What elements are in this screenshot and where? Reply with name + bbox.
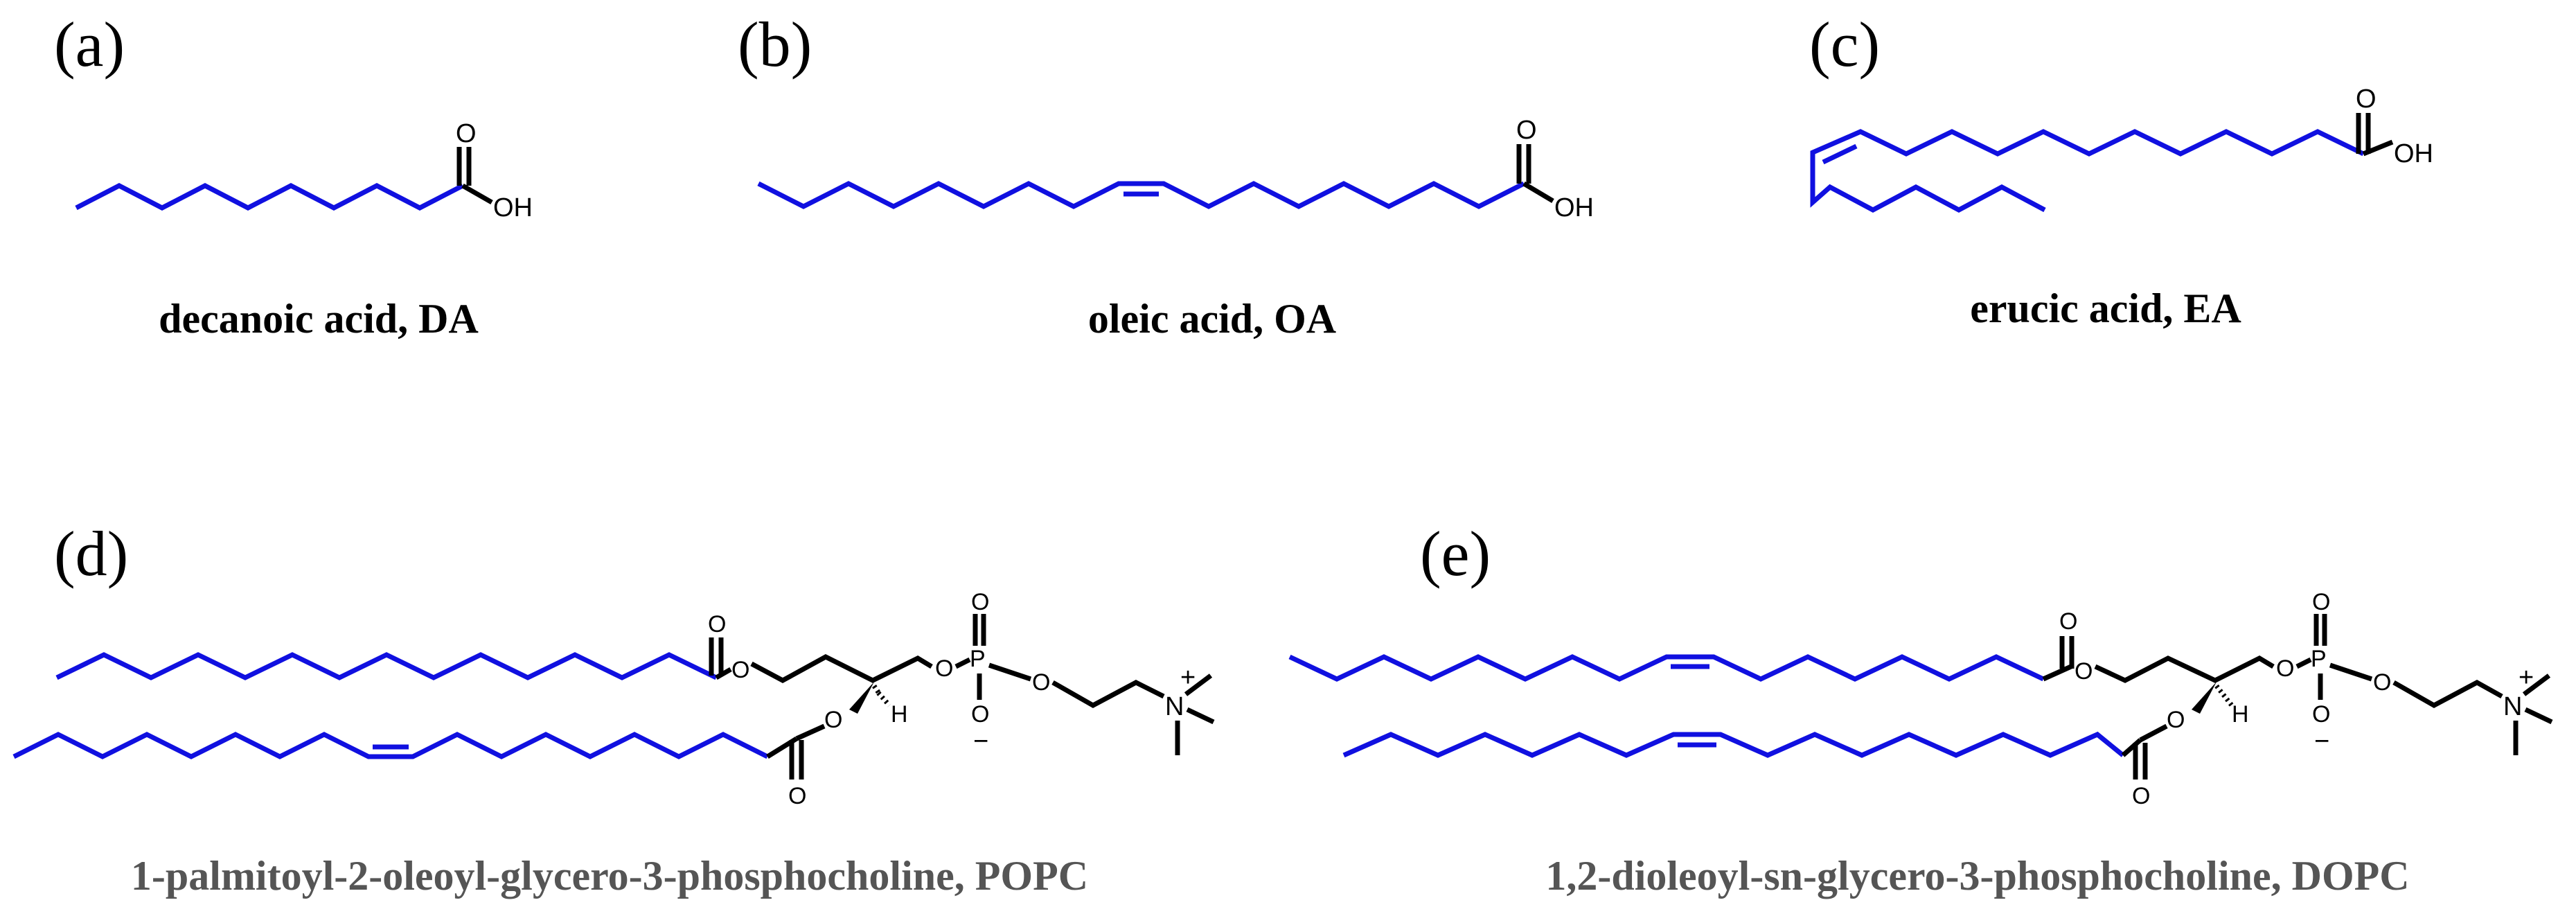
plus-charge: +	[2519, 663, 2534, 692]
erucic-cis-double-bond	[1822, 143, 1858, 165]
quaternary-nitrogen: N	[1165, 692, 1184, 721]
phosphate-oxygen-anion: O	[971, 701, 989, 728]
panel-label-e: (e)	[1420, 518, 1491, 589]
ester1-oxygen: O	[2075, 658, 2093, 685]
phosphorus: P	[970, 646, 986, 672]
ester2-oxygen: O	[824, 707, 842, 733]
ester2-carbonyl-oxygen: O	[788, 783, 806, 809]
panel-label-c: (c)	[1809, 9, 1880, 80]
carbonyl-oxygen: O	[1516, 116, 1537, 145]
phosphorus: P	[2311, 646, 2327, 672]
dopc-structure: O O O O H O P O O − O N +	[1288, 589, 2553, 809]
stereo-wedge	[849, 682, 874, 714]
oleic-acid-structure: O OH	[757, 116, 1594, 222]
decanoic-hydrocarbon-chain	[75, 183, 464, 211]
panel-label-a: (a)	[54, 9, 125, 80]
caption-b: oleic acid, OA	[1088, 296, 1336, 342]
ester2-oxygen: O	[2167, 707, 2185, 733]
phosphate-oxygen-1: O	[935, 655, 953, 682]
methyl-2	[1186, 707, 1215, 725]
methyl-2	[2524, 707, 2553, 725]
hydroxyl-group: OH	[493, 193, 533, 222]
erucic-acid-structure: O OH	[1810, 85, 2433, 213]
phosphate-oxygen-2: O	[2373, 669, 2391, 696]
ester1-carbonyl-oxygen: O	[2059, 608, 2077, 635]
oleoyl-chain-2	[1342, 731, 2125, 758]
carboxyl-bond-c-oh	[1522, 181, 1554, 204]
panel-label-d: (d)	[54, 518, 128, 589]
minus-charge: −	[2314, 727, 2329, 756]
minus-charge: −	[973, 727, 988, 756]
caption-e: 1,2-dioleoyl-sn-glycero-3-phosphocholine…	[1545, 853, 2409, 899]
methyl-1	[1184, 673, 1213, 696]
erucic-hydrocarbon-chain	[1810, 129, 2365, 213]
stereo-hydrogen: H	[2232, 701, 2249, 728]
caption-a: decanoic acid, DA	[159, 296, 479, 342]
phosphate-oxygen-1: O	[2276, 655, 2294, 682]
oleoyl-chain-1	[1288, 654, 2045, 682]
glycerol-backbone	[750, 654, 933, 683]
phosphate-oxygen-top: O	[2312, 589, 2330, 615]
hydroxyl-group: OH	[1554, 193, 1594, 222]
carbonyl-oxygen: O	[456, 119, 477, 148]
oleoyl-chain	[12, 732, 769, 759]
choline-linker	[1051, 680, 1165, 708]
palmitoyl-chain	[55, 652, 718, 680]
quaternary-nitrogen: N	[2503, 692, 2522, 721]
ester1-carbonyl-oxygen: O	[708, 611, 726, 637]
stereo-hydrogen: H	[891, 701, 908, 728]
oleic-hydrocarbon-chain	[757, 181, 1525, 209]
methyl-1	[2522, 673, 2551, 696]
carboxyl-bond-c-oh	[461, 183, 493, 205]
phosphate-oxygen-2: O	[1032, 669, 1050, 696]
ester1-oxygen: O	[731, 657, 749, 683]
phosphate-oxygen-anion: O	[2312, 701, 2330, 728]
hydroxyl-group: OH	[2394, 139, 2433, 168]
ester2-carbonyl-oxygen: O	[2132, 783, 2150, 809]
phosphate-oxygen-top: O	[971, 589, 989, 615]
panel-label-b: (b)	[738, 9, 812, 80]
carbonyl-oxygen: O	[2356, 85, 2377, 114]
stereo-wedge	[2192, 682, 2217, 714]
choline-linker	[2392, 680, 2503, 708]
glycerol-backbone	[2094, 655, 2275, 683]
decanoic-acid-structure: O OH	[75, 119, 533, 222]
popc-structure: O O O O H O P O O − O N +	[12, 589, 1215, 809]
caption-d: 1-palmitoyl-2-oleoyl-glycero-3-phosphoch…	[131, 853, 1088, 899]
caption-c: erucic acid, EA	[1970, 285, 2241, 331]
plus-charge: +	[1180, 663, 1196, 692]
